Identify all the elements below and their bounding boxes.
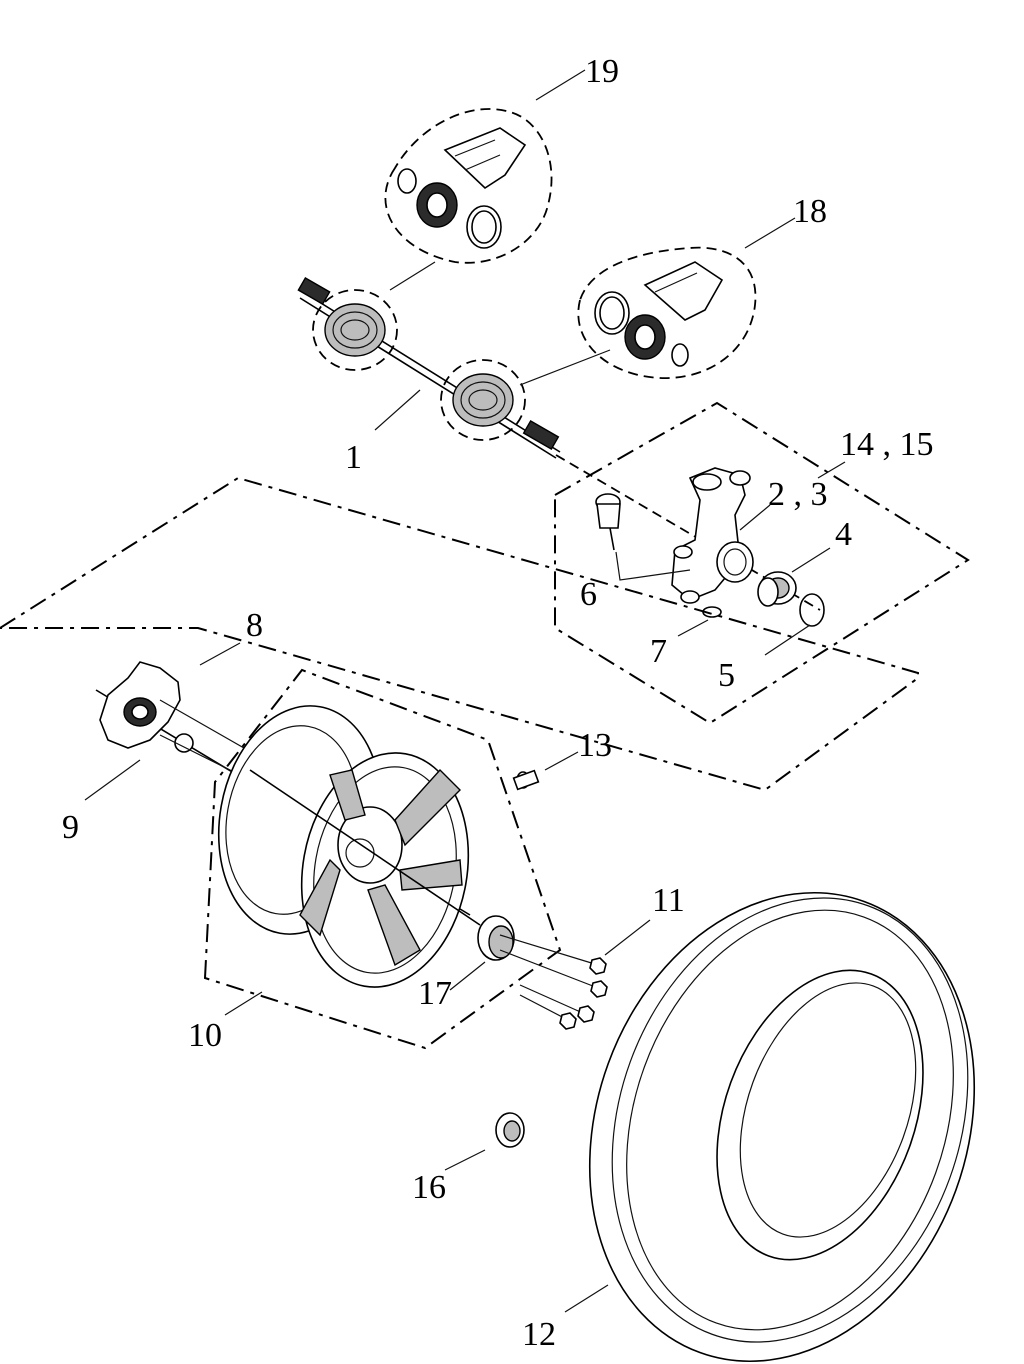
label-part-10: 10 [188,1017,222,1054]
label-part-17: 17 [418,975,452,1012]
boot-kit-19 [384,69,586,264]
wheel-nuts-11 [499,919,651,1030]
valve-13 [512,751,579,791]
label-part-8: 8 [246,607,263,644]
hub-assembly-box [0,476,919,792]
label-part-1: 1 [345,439,362,476]
label-part-2-3: 2 , 3 [768,476,828,513]
label-part-14-15: 14 , 15 [840,426,934,463]
part-labels: 19 18 1 14 , 15 2 , 3 4 6 7 5 8 13 9 11 … [62,53,934,1353]
label-part-7: 7 [650,633,667,670]
label-part-12: 12 [522,1316,556,1353]
label-part-4: 4 [835,516,852,553]
label-part-19: 19 [585,53,619,90]
label-part-16: 16 [412,1169,446,1206]
tire-12 [564,891,976,1363]
boot-kit-18 [577,217,796,379]
label-part-9: 9 [62,809,79,846]
knuckle-assembly-box [554,401,970,725]
center-cap-16 [444,1112,525,1171]
label-part-13: 13 [578,727,612,764]
wheel-rim-10 [203,668,562,1050]
label-part-5: 5 [718,657,735,694]
label-part-18: 18 [793,193,827,230]
label-part-6: 6 [580,576,597,613]
label-part-11: 11 [652,882,685,919]
wheel-hub-8 [84,642,471,916]
drive-shaft-1 [297,261,611,459]
